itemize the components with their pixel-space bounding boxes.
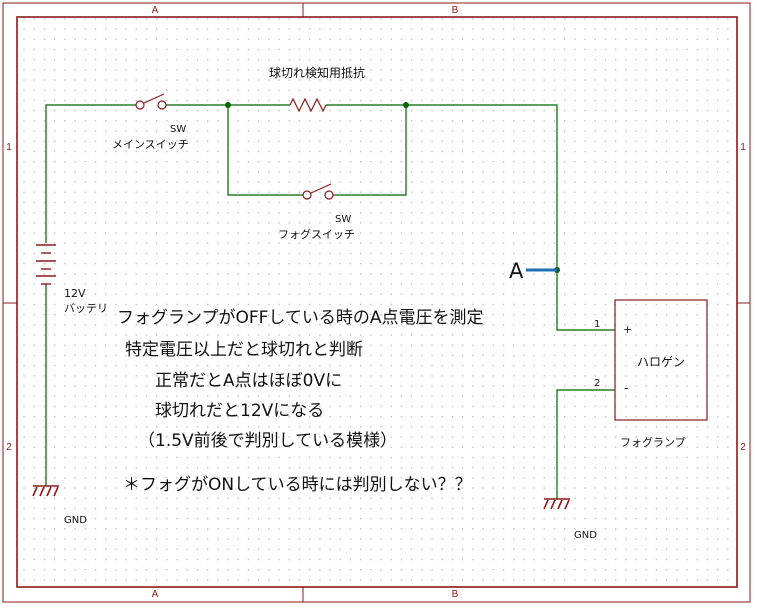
fog-switch-name-label: フォグスイッチ xyxy=(278,227,355,241)
frame-col-label: A xyxy=(152,589,159,600)
frame-row-label: 1 xyxy=(6,142,12,153)
resistor-label: 球切れ検知用抵抗 xyxy=(269,65,365,80)
fog-lamp-box xyxy=(614,299,708,421)
gnd-left-label: GND xyxy=(64,515,87,526)
junction-dot xyxy=(225,102,231,108)
battery-value-label: 12V xyxy=(64,287,86,300)
resistor xyxy=(289,97,327,113)
frame-col-label: B xyxy=(452,5,459,16)
frame-row-label: 2 xyxy=(740,442,746,453)
lamp-pin2-sign: - xyxy=(624,381,628,395)
lamp-body-label: ハロゲン xyxy=(637,355,685,369)
gnd-right-label: GND xyxy=(574,530,597,541)
sheet-frame xyxy=(2,2,751,603)
ground-symbol-right xyxy=(543,498,570,510)
grid xyxy=(18,18,736,586)
frame-col-label: A xyxy=(152,5,159,16)
main-switch-name-label: メインスイッチ xyxy=(112,138,189,151)
fog-switch xyxy=(302,183,334,200)
probe-point-label: A xyxy=(509,259,524,283)
frame-col-label: B xyxy=(452,589,459,600)
lamp-pin1-number: 1 xyxy=(594,319,600,330)
main-switch-type-label: SW xyxy=(170,124,186,135)
lamp-pin2-number: 2 xyxy=(594,378,600,389)
frame-row-label: 2 xyxy=(6,442,12,453)
lamp-pin1-sign: + xyxy=(623,323,632,336)
ground-symbol-left xyxy=(32,485,59,497)
wires xyxy=(45,104,615,499)
junction-dot xyxy=(403,102,409,108)
lamp-name-label: フォグランプ xyxy=(620,435,686,449)
main-switch xyxy=(135,93,167,110)
frame-row-label: 1 xyxy=(740,142,746,153)
battery xyxy=(36,244,56,285)
fog-switch-type-label: SW xyxy=(335,214,351,225)
battery-name-label: バッテリ xyxy=(64,302,108,315)
